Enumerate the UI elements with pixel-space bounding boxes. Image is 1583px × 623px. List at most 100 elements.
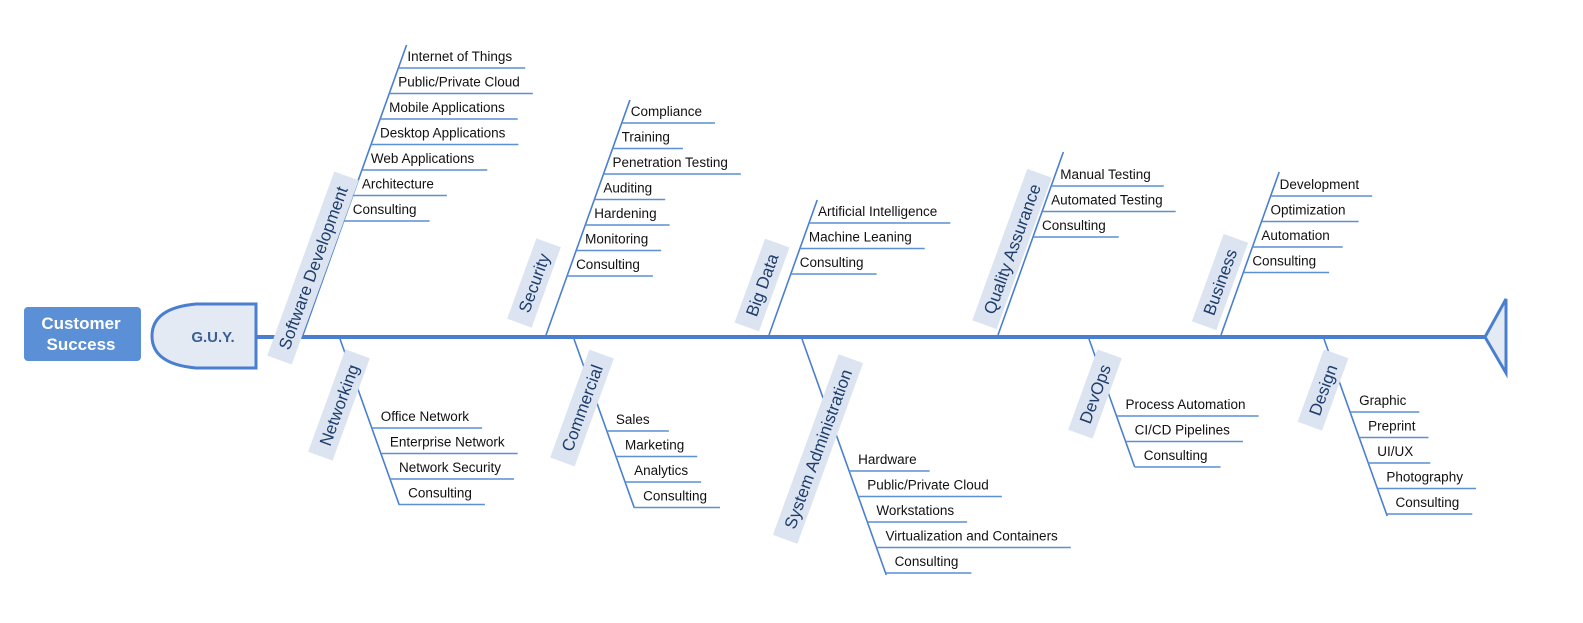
cause-item[interactable]: Consulting xyxy=(399,486,485,506)
cause-item[interactable]: Consulting xyxy=(885,554,972,574)
cause-label: Preprint xyxy=(1368,419,1416,434)
cause-label: Hardening xyxy=(594,206,656,221)
cause-label: Optimization xyxy=(1271,203,1346,218)
cause-item[interactable]: Analytics xyxy=(625,463,702,483)
cause-label: Artificial Intelligence xyxy=(818,204,937,219)
category-label-bg xyxy=(1191,233,1249,331)
cause-label: Consulting xyxy=(1144,448,1208,463)
cause-item[interactable]: Manual Testing xyxy=(1051,167,1164,187)
cause-label: Analytics xyxy=(634,463,688,478)
problem-text-line1: Customer xyxy=(41,314,121,333)
cause-label: Monitoring xyxy=(585,232,648,247)
cause-item[interactable]: Workstations xyxy=(867,503,968,523)
cause-label: Network Security xyxy=(399,460,501,475)
cause-item[interactable]: Consulting xyxy=(790,255,877,275)
cause-item[interactable]: CI/CD Pipelines xyxy=(1125,423,1243,443)
cause-item[interactable]: Compliance xyxy=(621,104,716,124)
category-label-bg xyxy=(1297,349,1349,431)
cause-item[interactable]: Consulting xyxy=(1033,218,1119,238)
cause-item[interactable]: Desktop Applications xyxy=(371,126,519,146)
cause-item[interactable]: Marketing xyxy=(615,438,698,458)
cause-label: Consulting xyxy=(643,489,707,504)
cause-item[interactable]: UI/UX xyxy=(1368,444,1431,464)
cause-item[interactable]: Virtualization and Containers xyxy=(876,529,1071,549)
cause-item[interactable]: Network Security xyxy=(390,460,515,480)
fish-head-shape xyxy=(150,302,258,370)
cause-item[interactable]: Consulting xyxy=(1243,254,1330,274)
cause-item[interactable]: Consulting xyxy=(1134,448,1221,468)
cause-item[interactable]: Photography xyxy=(1377,470,1476,490)
cause-item[interactable]: Artificial Intelligence xyxy=(809,204,951,224)
cause-item[interactable]: Consulting xyxy=(343,202,430,222)
fish-head[interactable]: G.U.Y. xyxy=(150,302,258,370)
cause-item[interactable]: Enterprise Network xyxy=(380,435,518,455)
cause-item[interactable]: Auditing xyxy=(594,181,666,201)
category-label-bg xyxy=(507,238,561,328)
cause-item[interactable]: Internet of Things xyxy=(398,49,526,69)
cause-item[interactable]: Monitoring xyxy=(576,232,662,252)
cause-item[interactable]: Hardware xyxy=(849,452,930,472)
fish-tail xyxy=(1483,298,1508,379)
cause-item[interactable]: Public/Private Cloud xyxy=(389,75,533,95)
category-label-text: System Administration xyxy=(781,367,856,532)
cause-label: Consulting xyxy=(408,486,472,501)
problem-box[interactable]: Customer Success xyxy=(24,307,141,361)
cause-item[interactable]: Mobile Applications xyxy=(380,100,518,120)
cause-item[interactable]: Hardening xyxy=(585,206,670,226)
cause-label: Desktop Applications xyxy=(380,126,506,141)
cause-item[interactable]: Office Network xyxy=(371,409,483,429)
category-label: DevOps xyxy=(1068,349,1122,439)
cause-label: Consulting xyxy=(1252,254,1316,269)
cause-label: Virtualization and Containers xyxy=(885,529,1058,544)
cause-item[interactable]: Automated Testing xyxy=(1042,193,1176,213)
cause-item[interactable]: Consulting xyxy=(567,257,653,277)
category-label-bg xyxy=(734,238,790,332)
category-label: Networking xyxy=(308,349,370,461)
cause-label: Consulting xyxy=(800,255,864,270)
cause-item[interactable]: Optimization xyxy=(1261,203,1359,223)
cause-item[interactable]: Machine Leaning xyxy=(799,230,925,250)
cause-item[interactable]: Development xyxy=(1270,177,1373,197)
cause-label: Consulting xyxy=(576,257,640,272)
cause-item[interactable]: Architecture xyxy=(352,177,447,197)
cause-label: Graphic xyxy=(1359,393,1407,408)
cause-item[interactable]: Consulting xyxy=(634,489,720,509)
bone-business[interactable]: BusinessDevelopmentOptimizationAutomatio… xyxy=(1191,171,1373,336)
cause-item[interactable]: Preprint xyxy=(1359,419,1429,439)
cause-item[interactable]: Web Applications xyxy=(361,151,488,171)
category-label-bg xyxy=(1068,349,1122,439)
cause-item[interactable]: Penetration Testing xyxy=(603,155,741,175)
category-label-bg xyxy=(550,349,614,467)
cause-label: Public/Private Cloud xyxy=(398,75,520,90)
cause-label: Web Applications xyxy=(371,151,475,166)
bone-line xyxy=(997,151,1065,336)
cause-item[interactable]: Graphic xyxy=(1350,393,1420,413)
cause-label: UI/UX xyxy=(1377,444,1413,459)
cause-item[interactable]: Automation xyxy=(1252,228,1343,248)
category-label-bg xyxy=(972,168,1052,330)
cause-item[interactable]: Training xyxy=(612,130,683,150)
cause-item[interactable]: Consulting xyxy=(1386,495,1473,515)
cause-label: Penetration Testing xyxy=(613,155,728,170)
category-label: Commercial xyxy=(550,349,614,467)
cause-label: Auditing xyxy=(603,181,652,196)
cause-label: Internet of Things xyxy=(407,49,512,64)
cause-label: Office Network xyxy=(381,409,470,424)
cause-label: Automated Testing xyxy=(1051,193,1163,208)
cause-item[interactable]: Public/Private Cloud xyxy=(858,478,1002,498)
cause-item[interactable]: Sales xyxy=(606,412,669,432)
cause-label: Consulting xyxy=(353,202,417,217)
category-label: Big Data xyxy=(734,238,790,332)
cause-label: Hardware xyxy=(858,452,917,467)
cause-item[interactable]: Process Automation xyxy=(1116,397,1259,417)
